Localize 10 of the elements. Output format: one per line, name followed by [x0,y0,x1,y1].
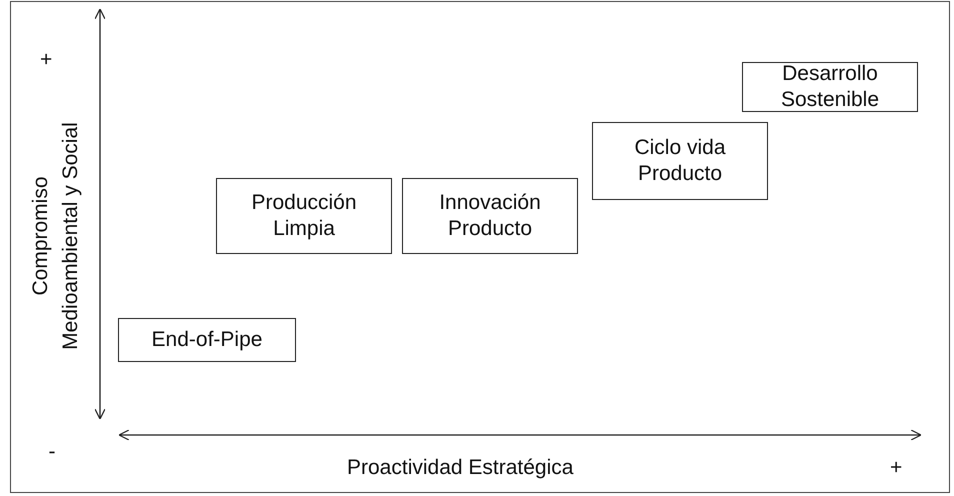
category-box: Producción Limpia [216,178,392,254]
axis-plus-sign: + [40,48,52,72]
x-axis-title: Proactividad Estratégica [347,456,574,480]
category-box: Ciclo vida Producto [592,122,768,200]
axis-plus-sign: + [890,456,902,480]
category-box: End-of-Pipe [118,318,296,362]
category-box: Desarrollo Sostenible [742,62,918,112]
category-box: Innovación Producto [402,178,578,254]
y-axis-title: Compromiso Medioambiental y Social [28,121,83,352]
axis-minus-sign: - [48,440,56,464]
